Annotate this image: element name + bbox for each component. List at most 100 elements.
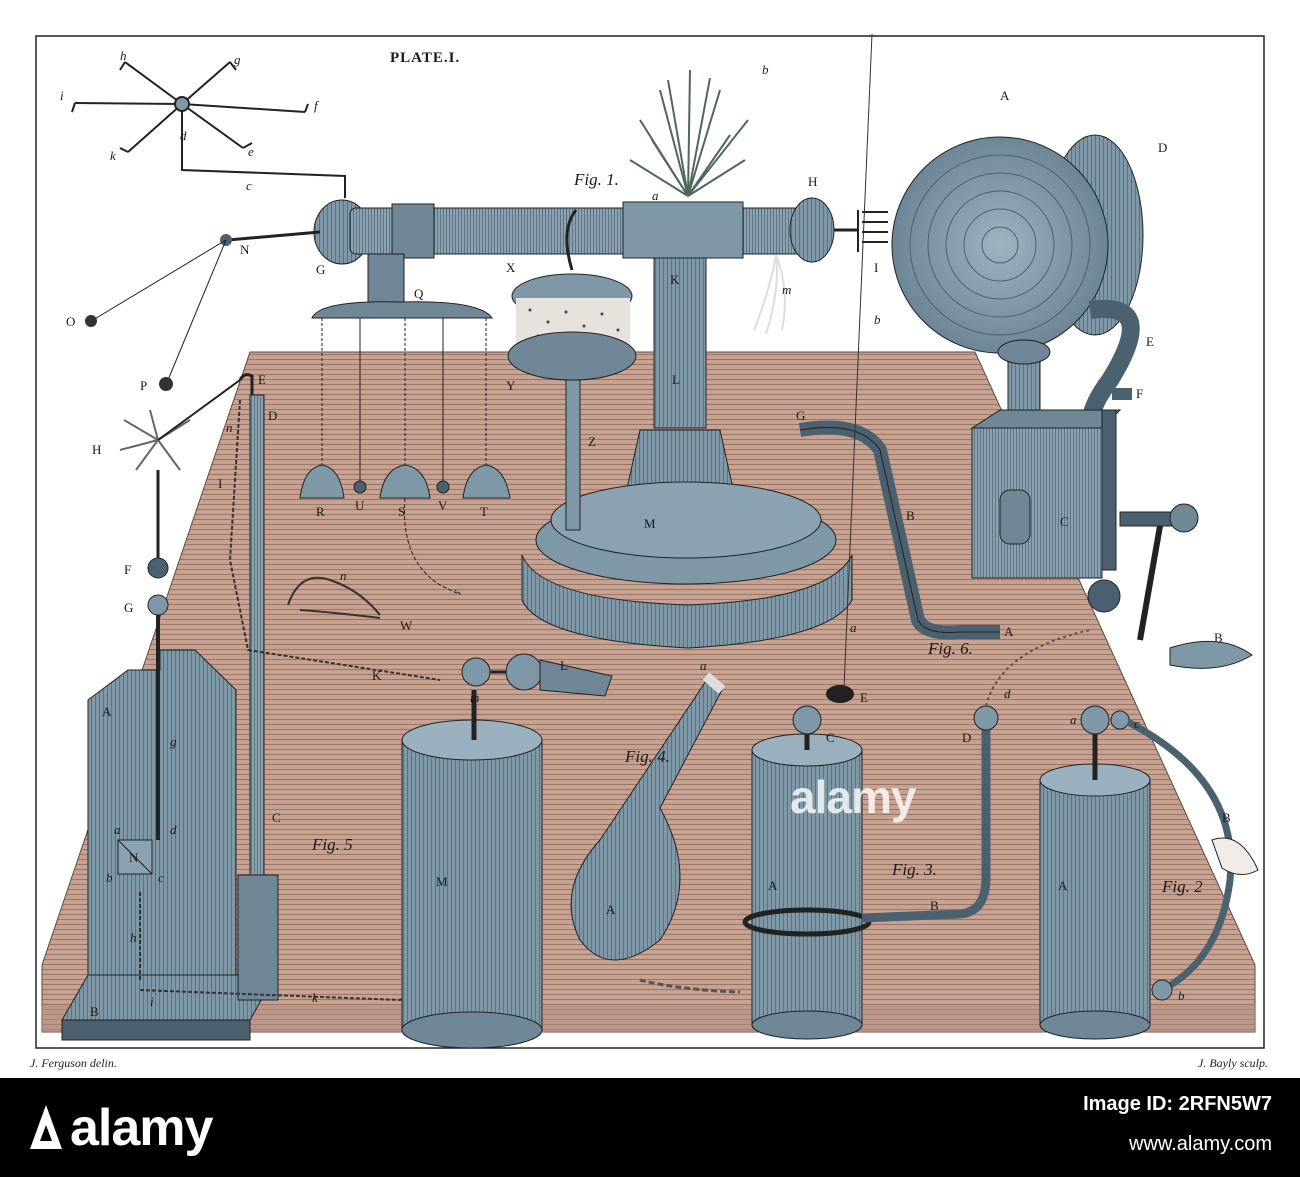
key-f1-X: X [506,260,516,275]
fig5-label: Fig. 5 [311,835,353,854]
fig3-label: Fig. 3. [891,860,937,879]
key-f5-H: H [92,442,101,457]
key-star-f: f [314,98,320,113]
key-star-k: k [110,148,116,163]
key-f6-G: G [796,408,805,423]
key-f1-Y: Y [506,378,516,393]
image-id: Image ID: 2RFN5W7 [1083,1093,1272,1115]
key-f6-A: A [1004,624,1014,639]
key-f3-E: E [860,690,868,705]
key-f1-N: N [240,242,250,257]
key-star-e: e [248,144,254,159]
stock-info: Image ID: 2RFN5W7 www.alamy.com [1083,1084,1272,1164]
key-f3-A: A [768,878,778,893]
key-f5-C: C [272,810,281,825]
key-f2-B: B [1222,810,1231,825]
key-mach-A: A [1000,88,1010,103]
fig1-label: Fig. 1. [573,170,619,189]
logo-icon [26,1103,62,1153]
key-f5-D: D [268,408,277,423]
key-f1-m: m [782,282,791,297]
key-f1-a: a [652,188,659,203]
key-star-d: d [180,128,187,143]
key-star-h: h [120,48,127,63]
key-f4-a: a [700,658,707,673]
flask [570,672,741,994]
feather-tuft [629,69,749,197]
prime-conductor [85,197,888,391]
key-f5-A: A [102,704,112,719]
key-f3-B: B [930,898,939,913]
key-f1-Z: Z [588,434,596,449]
key-f1-P: P [140,378,147,393]
key-f1-Q: Q [414,286,424,301]
key-f1-H: H [808,174,817,189]
key-w-W: W [400,618,413,633]
stock-url[interactable]: www.alamy.com [1129,1133,1272,1155]
tassel-m [753,254,786,335]
letter-keys: h g i f k d e c N O P G Q a b H I K L M … [60,48,1231,1019]
key-mach-D: D [1158,140,1167,155]
key-f1-O: O [66,314,75,329]
key-f5-i: i [150,994,154,1009]
key-f5-d: d [170,822,177,837]
key-f4-A: A [606,902,616,917]
credit-delineator: J. Ferguson delin. [30,1056,117,1070]
key-f2-c: c [1134,716,1140,731]
fig4-label: Fig. 4. [624,747,670,766]
key-f1-L: L [672,372,680,387]
key-f1-b: b [762,62,769,77]
key-f1-I: I [874,260,878,275]
electric-bells [299,318,511,595]
key-jar-m: m [470,690,479,705]
jar-m [401,653,613,1049]
key-f2-a: a [1070,712,1077,727]
key-f3-d: d [1004,686,1011,701]
key-f1-S: S [398,504,405,519]
key-f5-F: F [124,562,131,577]
key-f3-a: a [850,620,857,635]
key-f5-c: c [158,870,164,885]
stock-banner [0,1078,1300,1177]
key-f5-K: K [372,668,382,683]
electrical-star [71,61,346,198]
key-f1-V: V [438,498,448,513]
key-jar-L: L [560,658,568,673]
key-star-c: c [246,178,252,193]
key-f5-k: k [312,990,318,1005]
key-jar-M: M [436,874,448,889]
conductor-stand [521,257,853,649]
fig6-label: Fig. 6. [927,639,973,658]
key-star-g: g [234,52,241,67]
key-f5-E: E [258,372,266,387]
key-star-i: i [60,88,64,103]
key-f2-b: b [1178,988,1185,1003]
key-mach-C: C [1060,514,1069,529]
key-f1-G: G [316,262,325,277]
jar-fig3 [742,33,1091,1040]
key-f2-A: A [1058,878,1068,893]
key-f3-C: C [826,730,835,745]
key-mach-B: B [1214,630,1223,645]
key-f5-I: I [218,476,222,491]
key-f3-b: b [874,312,881,327]
plate-border [35,35,1265,1049]
key-f1-M: M [644,516,656,531]
key-f1-R: R [316,504,325,519]
key-f5-B: B [90,1004,99,1019]
electrical-machine [891,134,1253,669]
credit-engraver: J. Bayly sculp. [1198,1056,1268,1070]
key-f5-N: N [129,850,139,865]
plate-title: PLATE.I. [390,50,460,66]
key-mach-F: F [1136,386,1143,401]
key-f5-g: g [170,734,177,749]
key-f5-a: a [114,822,121,837]
dancing-plates [507,209,637,531]
key-f3-D: D [962,730,971,745]
key-f1-U: U [355,498,365,513]
key-f6-B: B [906,508,915,523]
key-f5-b: b [106,870,113,885]
fig5-apparatus [61,373,441,1041]
key-f5-G: G [124,600,133,615]
